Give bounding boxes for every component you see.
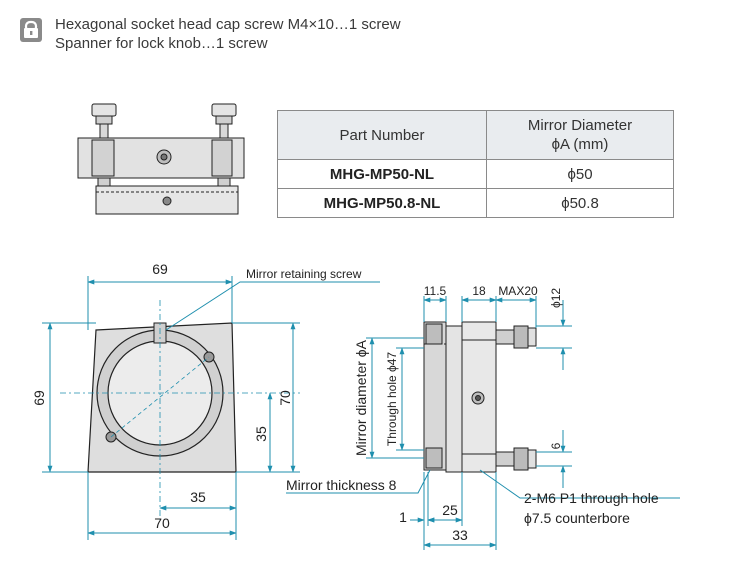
dim-center-35: 35 <box>253 426 269 442</box>
dim-25: 25 <box>442 502 458 518</box>
product-sketch <box>77 103 245 215</box>
dim-max20: MAX20 <box>498 284 538 298</box>
dim-33: 33 <box>452 527 468 543</box>
front-view <box>60 300 300 520</box>
dim-11-5: 11.5 <box>424 284 447 298</box>
dim-1: 1 <box>399 509 407 525</box>
dim-left-69: 69 <box>31 390 47 406</box>
label-counterbore: ϕ7.5 counterbore <box>524 510 630 526</box>
dim-bottom-70: 70 <box>154 515 170 531</box>
dim-top-69: 69 <box>152 261 168 277</box>
label-mirror-retaining-screw: Mirror retaining screw <box>246 267 362 281</box>
spec-table: Part Number Mirror Diameter ϕA (mm) MHG-… <box>277 110 674 218</box>
label-mirror-diameter: Mirror diameter ϕA <box>353 339 369 456</box>
header-mirror-diameter-line2: ϕA (mm) <box>551 136 609 153</box>
lock-icon <box>20 18 42 42</box>
accessory-line-2: Spanner for lock knob…1 screw <box>55 35 268 52</box>
dim-phi12: ϕ12 <box>549 288 563 308</box>
front-dimensions <box>42 276 380 540</box>
header-mirror-diameter-line1: Mirror Diameter <box>527 117 633 134</box>
label-mirror-thickness: Mirror thickness 8 <box>286 477 397 493</box>
side-dimensions <box>286 296 680 550</box>
label-tap-hole: 2-M6 P1 through hole <box>524 490 659 506</box>
dim-bottom-35: 35 <box>190 489 206 505</box>
header-part-number: Part Number <box>277 110 487 160</box>
label-through-hole: Through hole ϕ47 <box>385 352 399 446</box>
accessory-line-1: Hexagonal socket head cap screw M4×10…1 … <box>55 16 401 33</box>
diameter-cell: ϕ50.8 <box>486 188 674 218</box>
table-header-row: Part Number Mirror Diameter ϕA (mm) <box>277 110 674 160</box>
dim-right-70: 70 <box>277 390 293 406</box>
part-number-cell: MHG-MP50.8-NL <box>277 188 487 218</box>
dim-6: 6 <box>549 442 563 449</box>
header-mirror-diameter: Mirror Diameter ϕA (mm) <box>486 110 674 160</box>
dim-18: 18 <box>472 284 486 298</box>
table-row: MHG-MP50.8-NL ϕ50.8 <box>277 188 674 218</box>
side-view <box>423 321 537 473</box>
